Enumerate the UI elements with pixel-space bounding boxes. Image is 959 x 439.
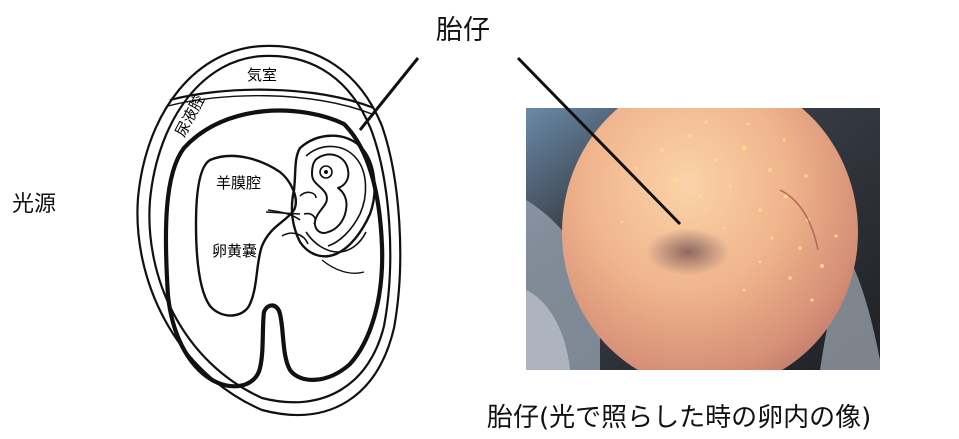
embryo-shadow xyxy=(646,228,730,276)
embryo-outline xyxy=(312,154,348,233)
yolk-sac-label: 卵黄嚢 xyxy=(212,242,257,260)
air-cell-label: 気室 xyxy=(247,66,277,84)
embryo-pointer-diagram xyxy=(360,58,418,130)
amnion-label: 羊膜腔 xyxy=(216,174,261,192)
egg-diagram xyxy=(137,46,400,415)
